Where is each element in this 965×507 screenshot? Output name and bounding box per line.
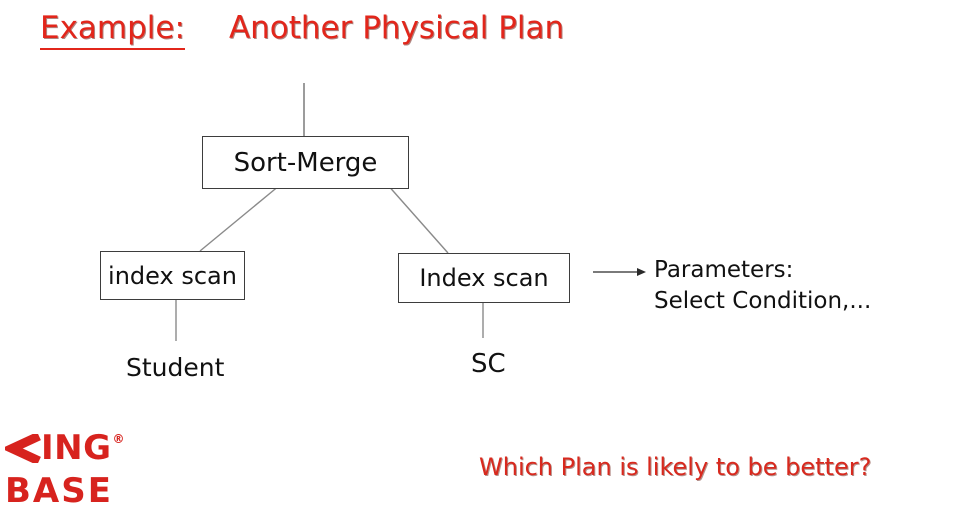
table-label-sc: SC — [471, 349, 506, 379]
title-keyword: Example: — [40, 10, 185, 50]
plan-node-index-scan-right: Index scan — [398, 253, 570, 303]
page-title: Another Physical Plan — [228, 10, 565, 46]
logo-text-base: BASE — [5, 471, 113, 507]
parameters-annotation: Parameters: Select Condition,... — [654, 255, 871, 317]
plan-node-label: Sort-Merge — [233, 147, 378, 178]
table-label-student: Student — [126, 353, 225, 382]
annotation-arrow-icon — [593, 268, 646, 276]
registered-trademark-icon: ® — [112, 432, 125, 446]
slide-title: Example: Another Physical Plan — [40, 10, 564, 50]
plan-node-label: Index scan — [419, 264, 549, 292]
plan-node-label: index scan — [108, 261, 237, 290]
plan-node-index-scan-left: index scan — [100, 251, 245, 300]
logo-row-king: ING ® — [5, 428, 125, 468]
kingbase-logo: ING ® BASE — [5, 428, 125, 507]
plan-node-sort-merge: Sort-Merge — [202, 136, 409, 189]
root-to-right-connector — [389, 187, 449, 254]
annotation-line-2: Select Condition,... — [654, 288, 872, 314]
logo-text-ing: ING — [41, 428, 112, 468]
kingbase-k-icon — [5, 433, 41, 463]
footer-question: Which Plan is likely to be better? — [479, 453, 872, 481]
root-to-left-connector — [199, 186, 278, 252]
annotation-line-1: Parameters: — [654, 257, 794, 283]
